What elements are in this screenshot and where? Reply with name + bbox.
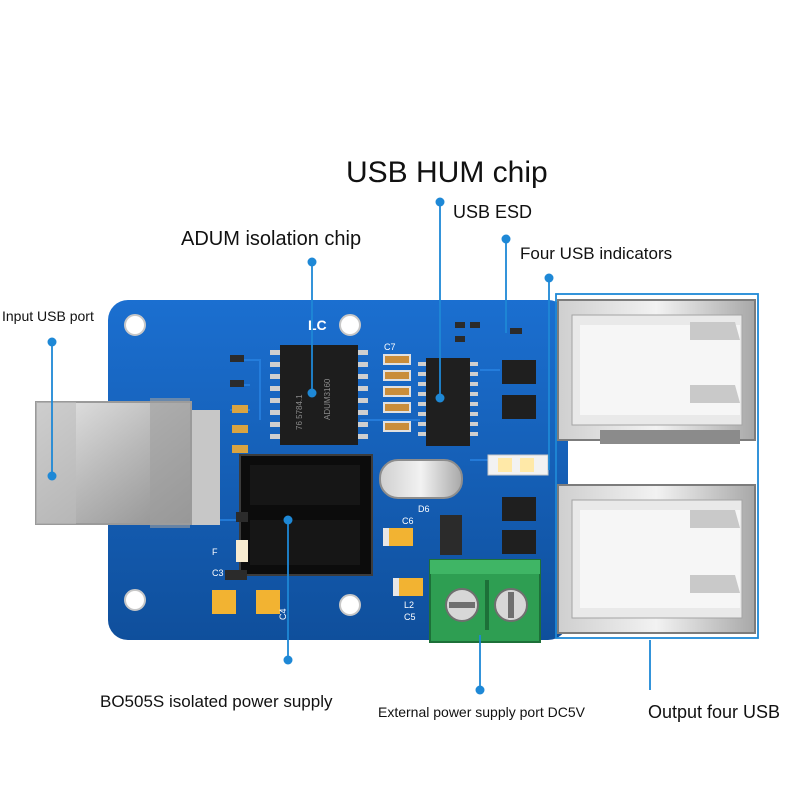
smd-components-misc bbox=[225, 512, 462, 580]
tantalum-capacitors bbox=[212, 528, 423, 614]
label-usb-esd: USB ESD bbox=[453, 202, 533, 222]
isolated-power-module bbox=[239, 454, 373, 576]
usb-hub-chip bbox=[418, 358, 478, 446]
input-usb-port bbox=[35, 398, 220, 528]
indicator-leds bbox=[487, 454, 549, 476]
label-usb-hub-chip: USB HUM chip bbox=[346, 156, 548, 189]
label-external-power: External power supply port DC5V bbox=[378, 704, 585, 720]
silk-c3: C3 bbox=[212, 568, 224, 578]
chip-marking-2: 76 5784.1 bbox=[295, 394, 304, 430]
silk-c4: C4 bbox=[278, 608, 288, 620]
silk-logo: LC bbox=[308, 317, 327, 333]
esd-chips bbox=[502, 360, 536, 554]
silk-c6: C6 bbox=[402, 516, 414, 526]
smd-components-left bbox=[230, 355, 248, 453]
label-power-supply: BO505S isolated power supply bbox=[100, 692, 333, 711]
output-usb-ports bbox=[557, 299, 756, 634]
silk-d6: D6 bbox=[418, 504, 430, 514]
resistor-bank bbox=[383, 354, 411, 432]
mounting-holes bbox=[124, 314, 361, 616]
label-four-indicators: Four USB indicators bbox=[520, 244, 673, 263]
crystal-oscillator bbox=[379, 459, 463, 499]
power-terminal-block bbox=[429, 559, 541, 643]
label-adum-chip: ADUM isolation chip bbox=[181, 228, 362, 250]
adum-chip: ADUM3160 76 5784.1 bbox=[270, 345, 368, 445]
silk-c5: C5 bbox=[404, 612, 416, 622]
silk-l2: L2 bbox=[404, 600, 414, 610]
smd-components-top bbox=[455, 322, 522, 342]
silk-f: F bbox=[212, 547, 218, 557]
callout-dots bbox=[47, 197, 554, 695]
chip-marking-1: ADUM3160 bbox=[323, 378, 332, 420]
label-output-usb: Output four USB bbox=[648, 702, 781, 722]
silk-c7: C7 bbox=[384, 342, 396, 352]
callout-lines bbox=[51, 202, 759, 690]
label-input-usb: Input USB port bbox=[2, 308, 94, 324]
